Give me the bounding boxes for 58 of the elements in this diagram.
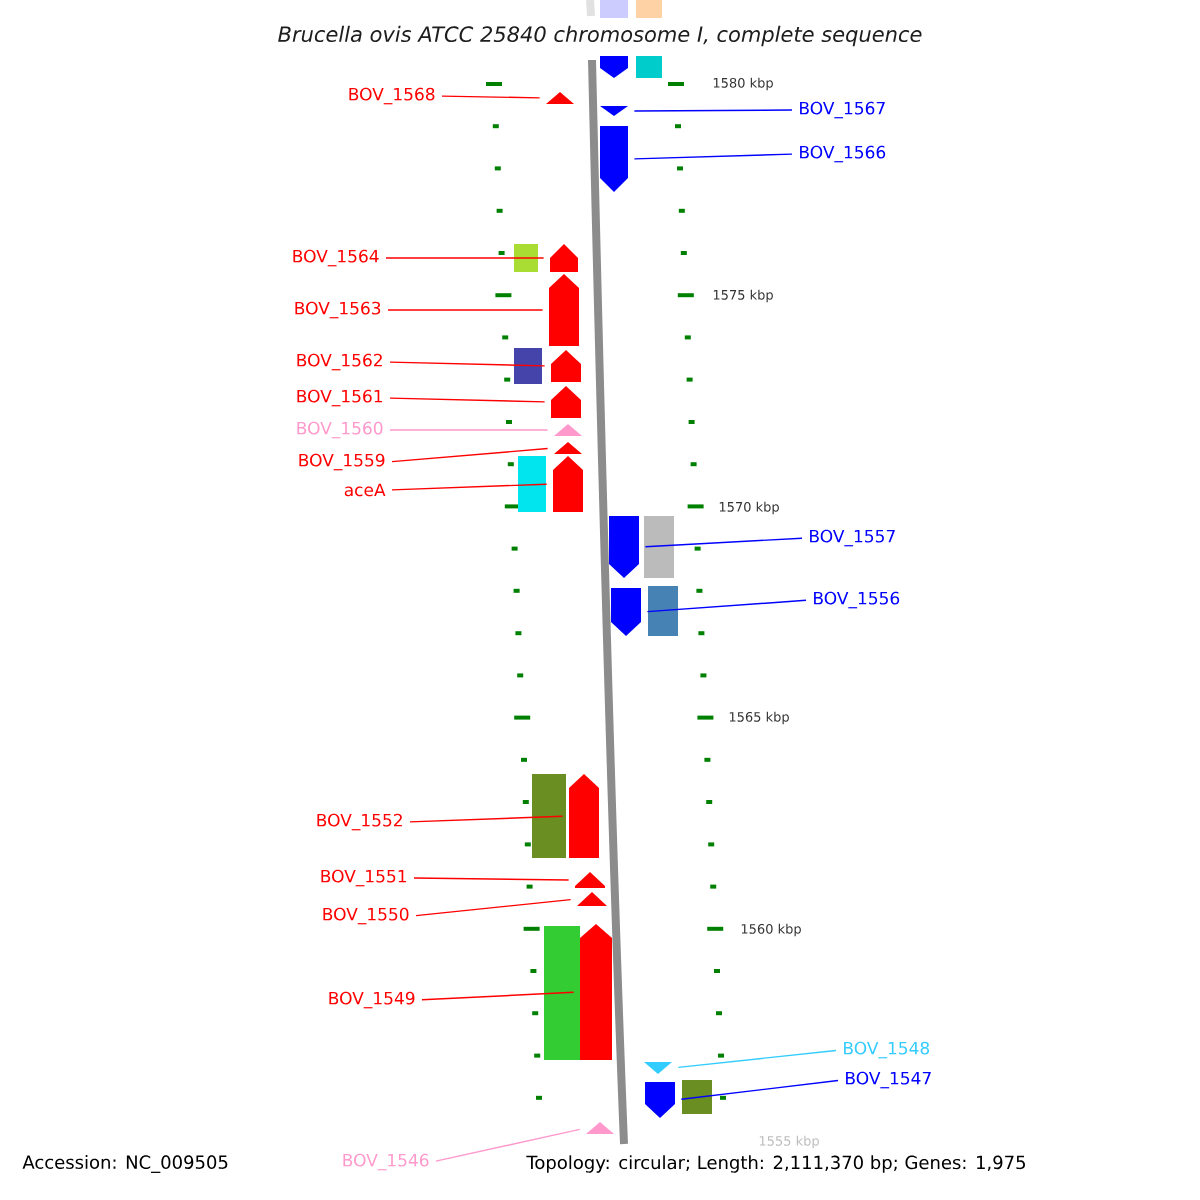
gene-feature (546, 92, 574, 104)
gene-label: BOV_1562 (297, 353, 382, 371)
leader-line (391, 447, 549, 463)
gene-feature (550, 244, 578, 272)
gene-feature (586, 1122, 614, 1134)
gene-label: BOV_1561 (297, 389, 383, 407)
leader-line (389, 397, 546, 403)
title: Brucella ovis ATCC 25840 chromosome I, complete sequence (278, 25, 922, 47)
footer-text: Accession: NC_009505 (22, 1155, 228, 1173)
gene-feature (554, 424, 582, 436)
leader-line (646, 599, 807, 613)
gene-label: BOV_1560 (297, 421, 383, 439)
leader-line (389, 429, 549, 431)
gene-label: BOV_1568 (349, 87, 435, 105)
gene-feature (580, 924, 612, 1060)
leader-line (421, 991, 575, 1001)
gene-label: aceA (344, 483, 386, 497)
gene-label: BOV_1546 (343, 1153, 429, 1171)
gene-label: BOV_1566 (800, 145, 886, 163)
gene-feature (577, 892, 607, 906)
gene-label: BOV_1551 (321, 869, 407, 887)
gene-label: BOV_1552 (317, 813, 402, 831)
leader-line (389, 361, 546, 367)
gene-label: BOV_1547 (846, 1071, 931, 1089)
gene-feature (554, 442, 582, 454)
gene-feature (575, 872, 605, 888)
leader-line (415, 898, 572, 917)
leader-line (677, 1049, 837, 1069)
leader-line (409, 815, 564, 823)
gene-label: BOV_1550 (323, 907, 409, 925)
leader-line (633, 109, 793, 112)
leader-line (644, 537, 803, 548)
gene-label: BOV_1548 (844, 1041, 930, 1059)
gene-feature (600, 106, 628, 116)
gene-label: BOV_1556 (814, 591, 900, 609)
leader-line (633, 153, 793, 160)
gene-label: BOV_1567 (800, 101, 885, 119)
leader-line (391, 483, 548, 491)
gene-label: BOV_1549 (329, 991, 415, 1009)
gene-label: BOV_1559 (299, 453, 385, 471)
footer-text: Topology: circular; Length: 2,111,370 bp; Genes: 1,975 (526, 1155, 1025, 1173)
gene-label: BOV_1557 (810, 529, 895, 547)
gene-feature (609, 516, 639, 578)
gene-label: BOV_1563 (295, 301, 381, 319)
gene-label: BOV_1564 (293, 249, 379, 267)
leader-line (413, 877, 570, 881)
leader-line (385, 257, 545, 259)
gene-feature (611, 588, 641, 636)
gene-feature (644, 1062, 672, 1074)
leader-line (680, 1079, 839, 1100)
gene-feature (551, 386, 581, 418)
gene-feature (600, 126, 628, 192)
leader-line (441, 95, 541, 99)
gene-feature (645, 1082, 675, 1118)
gene-feature (569, 774, 599, 858)
leader-line (387, 309, 544, 311)
gene-feature (551, 350, 581, 382)
leader-line (435, 1128, 581, 1162)
